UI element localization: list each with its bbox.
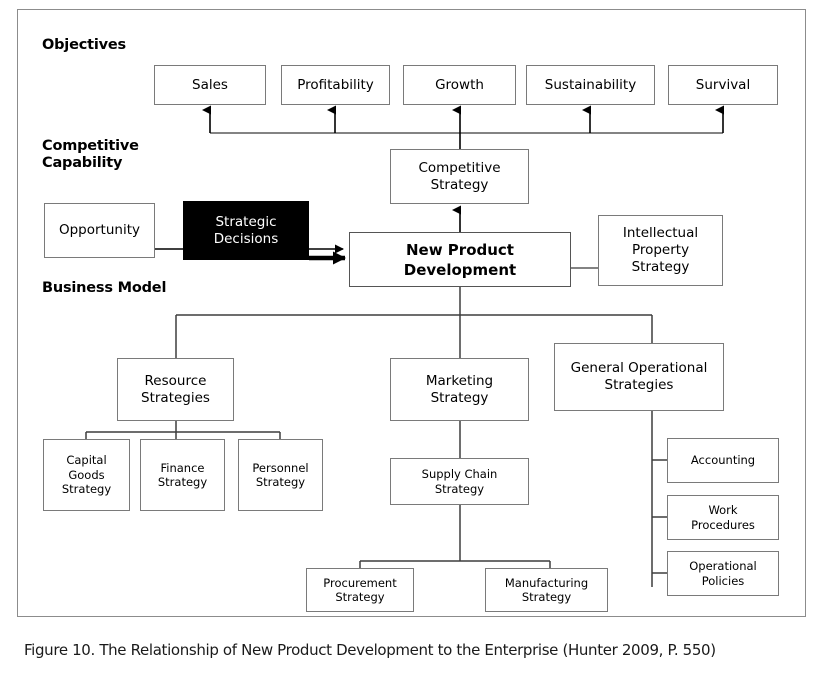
node-sales[interactable]: Sales xyxy=(154,65,266,105)
node-work-procedures[interactable]: Work Procedures xyxy=(667,495,779,540)
diagram-frame: Objectives Competitive Capability Busine… xyxy=(17,9,806,617)
node-sustainability[interactable]: Sustainability xyxy=(526,65,655,105)
node-strategic-decisions[interactable]: Strategic Decisions xyxy=(183,201,309,260)
node-operational-policies[interactable]: Operational Policies xyxy=(667,551,779,596)
node-new-product-development[interactable]: New Product Development xyxy=(349,232,571,287)
node-personnel-strategy[interactable]: Personnel Strategy xyxy=(238,439,323,511)
node-resource-strategies[interactable]: Resource Strategies xyxy=(117,358,234,421)
node-survival[interactable]: Survival xyxy=(668,65,778,105)
node-intellectual-property-strategy[interactable]: Intellectual Property Strategy xyxy=(598,215,723,286)
node-procurement-strategy[interactable]: Procurement Strategy xyxy=(306,568,414,612)
figure-caption: Figure 10. The Relationship of New Produ… xyxy=(24,641,716,659)
node-marketing-strategy[interactable]: Marketing Strategy xyxy=(390,358,529,421)
node-growth[interactable]: Growth xyxy=(403,65,516,105)
node-capital-goods-strategy[interactable]: Capital Goods Strategy xyxy=(43,439,130,511)
node-finance-strategy[interactable]: Finance Strategy xyxy=(140,439,225,511)
node-accounting[interactable]: Accounting xyxy=(667,438,779,483)
node-competitive-strategy[interactable]: Competitive Strategy xyxy=(390,149,529,204)
node-general-operational-strategies[interactable]: General Operational Strategies xyxy=(554,343,724,411)
section-label-objectives: Objectives xyxy=(42,37,126,53)
node-opportunity[interactable]: Opportunity xyxy=(44,203,155,258)
section-label-competitive-capability: Competitive Capability xyxy=(42,138,139,171)
node-manufacturing-strategy[interactable]: Manufacturing Strategy xyxy=(485,568,608,612)
node-profitability[interactable]: Profitability xyxy=(281,65,390,105)
section-label-business-model: Business Model xyxy=(42,280,167,296)
node-supply-chain-strategy[interactable]: Supply Chain Strategy xyxy=(390,458,529,505)
